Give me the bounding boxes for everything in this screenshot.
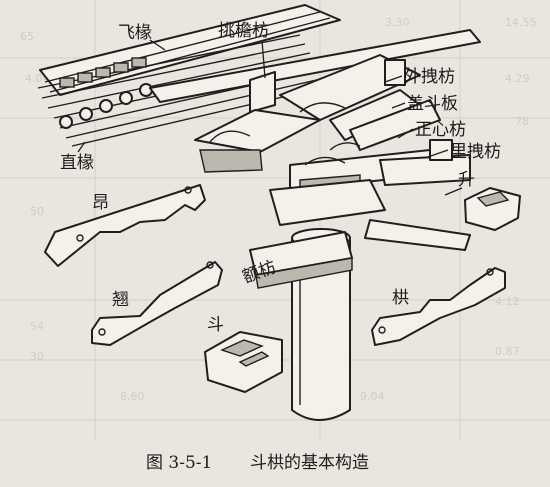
background-number: 50 [30, 205, 44, 218]
label-dou: 斗 [207, 315, 224, 335]
label-zheng-xin-fang: 正心枋 [415, 120, 466, 140]
part-qiao [91, 261, 223, 346]
background-number: 0.87 [495, 345, 520, 358]
label-wai-zhuai-fang: 外拽枋 [404, 67, 455, 87]
rafters [37, 4, 481, 147]
part-dou [204, 331, 283, 393]
label-sheng: 升 [458, 170, 475, 190]
figure-number: 图 3-5-1 [146, 453, 212, 473]
background-number: 78 [515, 115, 529, 128]
rafter-ends [59, 57, 153, 129]
lintel-beam [249, 231, 353, 289]
background-number: 3.30 [385, 16, 410, 29]
label-ang: 昂 [92, 193, 109, 213]
leader-lines [77, 39, 463, 196]
label-gai-dou-ban: 盖斗板 [407, 94, 458, 114]
label-qiao: 翘 [112, 290, 129, 310]
background-number: 9.04 [360, 390, 385, 403]
background-number: 30 [30, 350, 44, 363]
background-number: 54 [30, 320, 44, 333]
background-number: 65 [20, 30, 34, 43]
background-number: 4.12 [495, 295, 520, 308]
part-sheng [464, 187, 521, 231]
label-fei-chuan: 飞椽 [118, 23, 152, 43]
bracket-assembly [194, 54, 471, 251]
label-gong: 栱 [392, 288, 409, 308]
background-number: 14.55 [505, 16, 537, 29]
background-table: 65 3.30 14.55 4.04 4.29 78 54 30 4.12 0.… [0, 0, 550, 440]
label-tiao-yan-fang: 挑檐枋 [218, 21, 269, 41]
label-zhi-chuan: 直椽 [60, 153, 94, 173]
figure-title: 斗栱的基本构造 [250, 453, 369, 473]
part-gong [371, 267, 506, 346]
part-ang [44, 184, 206, 267]
label-li-zhuai-fang: 里拽枋 [450, 142, 501, 162]
background-number: 4.29 [505, 72, 530, 85]
background-number: 8.60 [120, 390, 145, 403]
